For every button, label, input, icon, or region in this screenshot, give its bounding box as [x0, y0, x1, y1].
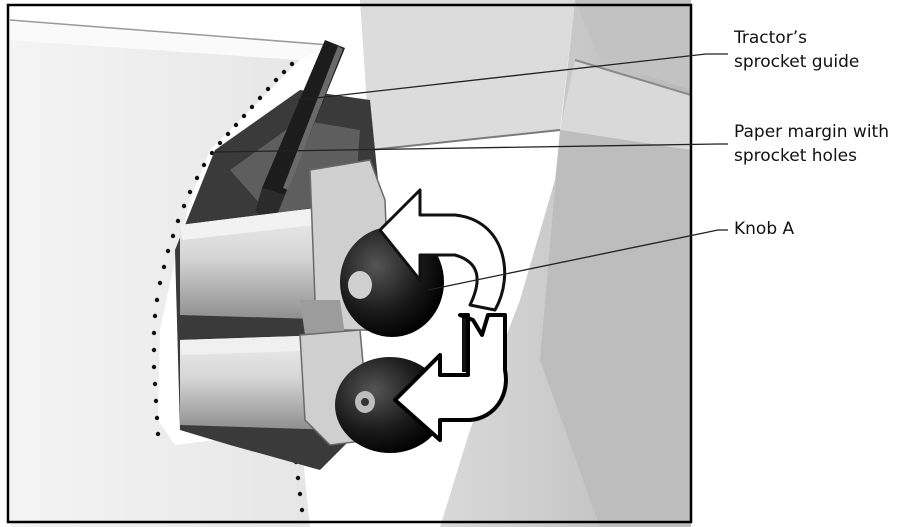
- callout-sprocket-guide: Tractor’s sprocket guide: [734, 26, 859, 74]
- leader-lines: [214, 53, 728, 291]
- callout-paper-margin: Paper margin with sprocket holes: [734, 120, 889, 168]
- callout-knob-a: Knob A: [734, 217, 794, 241]
- callout-line: Paper margin with: [734, 122, 889, 142]
- callout-line: sprocket holes: [734, 146, 857, 166]
- callout-line: Tractor’s: [734, 28, 807, 48]
- rotation-arrow-outlined: [393, 313, 508, 442]
- lower-roller: [180, 335, 340, 430]
- sprocket-guide: [262, 40, 345, 195]
- rotation-arrow-white: [378, 188, 507, 312]
- callout-line: sprocket guide: [734, 52, 860, 72]
- leader-knob-a: [427, 229, 719, 291]
- callout-line: Knob A: [734, 219, 795, 239]
- leader-paper-margin: [214, 143, 719, 153]
- leader-sprocket-guide: [297, 53, 707, 101]
- photo-frame: [6, 3, 693, 524]
- printer-photo: [9, 0, 691, 527]
